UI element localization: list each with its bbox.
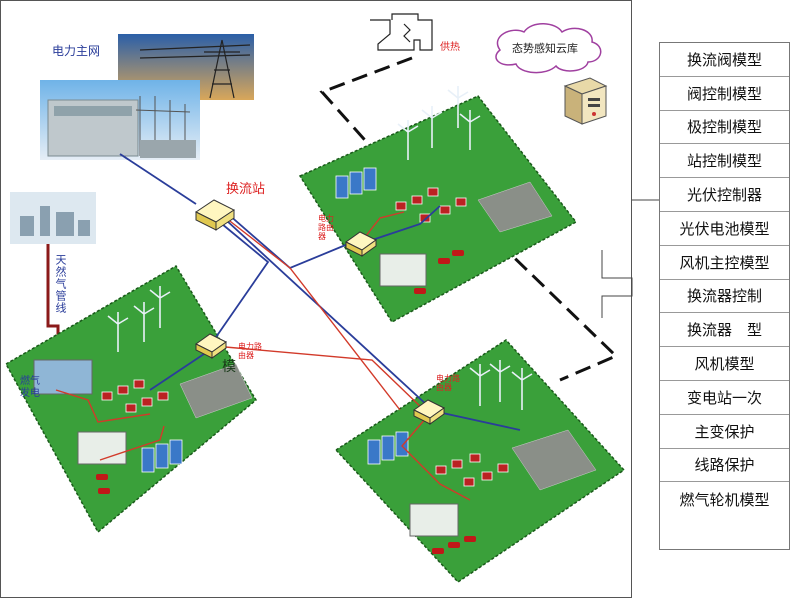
gas-power-label-2: 发电 <box>20 388 40 399</box>
model-item-2: 阀控制模型 <box>660 77 789 111</box>
model-item-10: 风机模型 <box>660 347 789 381</box>
model-item-8: 换流器控制 <box>660 280 789 314</box>
gas-pipeline-label: 天然气管线 <box>54 254 67 314</box>
model-item-1: 换流阀模型 <box>660 43 789 77</box>
module-char-label: 模 <box>222 359 236 375</box>
battery-units <box>141 167 409 473</box>
model-item-7: 风机主控模型 <box>660 246 789 280</box>
converter-station-label: 换流站 <box>226 182 266 197</box>
houses <box>101 187 509 487</box>
power-router-bottom <box>413 399 445 425</box>
heat-supply-label: 供热 <box>440 42 460 53</box>
model-item-13: 线路保护 <box>660 449 789 483</box>
cloud-shape <box>495 23 602 74</box>
server-icon <box>563 77 608 125</box>
power-router-top <box>345 231 377 257</box>
router-top-label: 电力路由器 <box>318 214 334 241</box>
heat-supply-icon <box>370 13 433 51</box>
dashed-link-right <box>496 240 619 382</box>
power-grid-photo <box>40 34 254 160</box>
converter-station-router <box>195 199 235 231</box>
gas-power-label-1: 燃气 <box>20 376 40 387</box>
power-router-left <box>195 333 227 359</box>
main-grid-label: 电力主网 <box>52 44 101 58</box>
model-item-5: 光伏控制器 <box>660 178 789 212</box>
solar-panels <box>179 181 597 491</box>
model-item-11: 变电站一次 <box>660 381 789 415</box>
list-connector <box>601 250 633 318</box>
model-item-9: 换流器 型 <box>660 313 789 348</box>
diagram-frame <box>0 0 632 598</box>
dashed-link-top <box>319 56 413 149</box>
microgrid-plot-left <box>4 264 257 534</box>
cloud-label: 态势感知云库 <box>512 42 578 55</box>
model-item-3: 极控制模型 <box>660 111 789 145</box>
model-item-4: 站控制模型 <box>660 144 789 179</box>
wind-turbines <box>107 86 533 410</box>
model-item-12: 主变保护 <box>660 415 789 449</box>
gas-plant-photo <box>10 192 96 244</box>
router-left-label: 电力路由器 <box>238 342 262 360</box>
electric-cars <box>96 250 476 554</box>
storage-units <box>33 253 459 537</box>
model-item-6: 光伏电池模型 <box>660 212 789 246</box>
model-list: 换流阀模型 阀控制模型 极控制模型 站控制模型 光伏控制器 光伏电池模型 风机主… <box>659 42 790 550</box>
model-item-14: 燃气轮机模型 <box>679 490 770 509</box>
router-bottom-label: 电力路由器 <box>436 374 460 392</box>
